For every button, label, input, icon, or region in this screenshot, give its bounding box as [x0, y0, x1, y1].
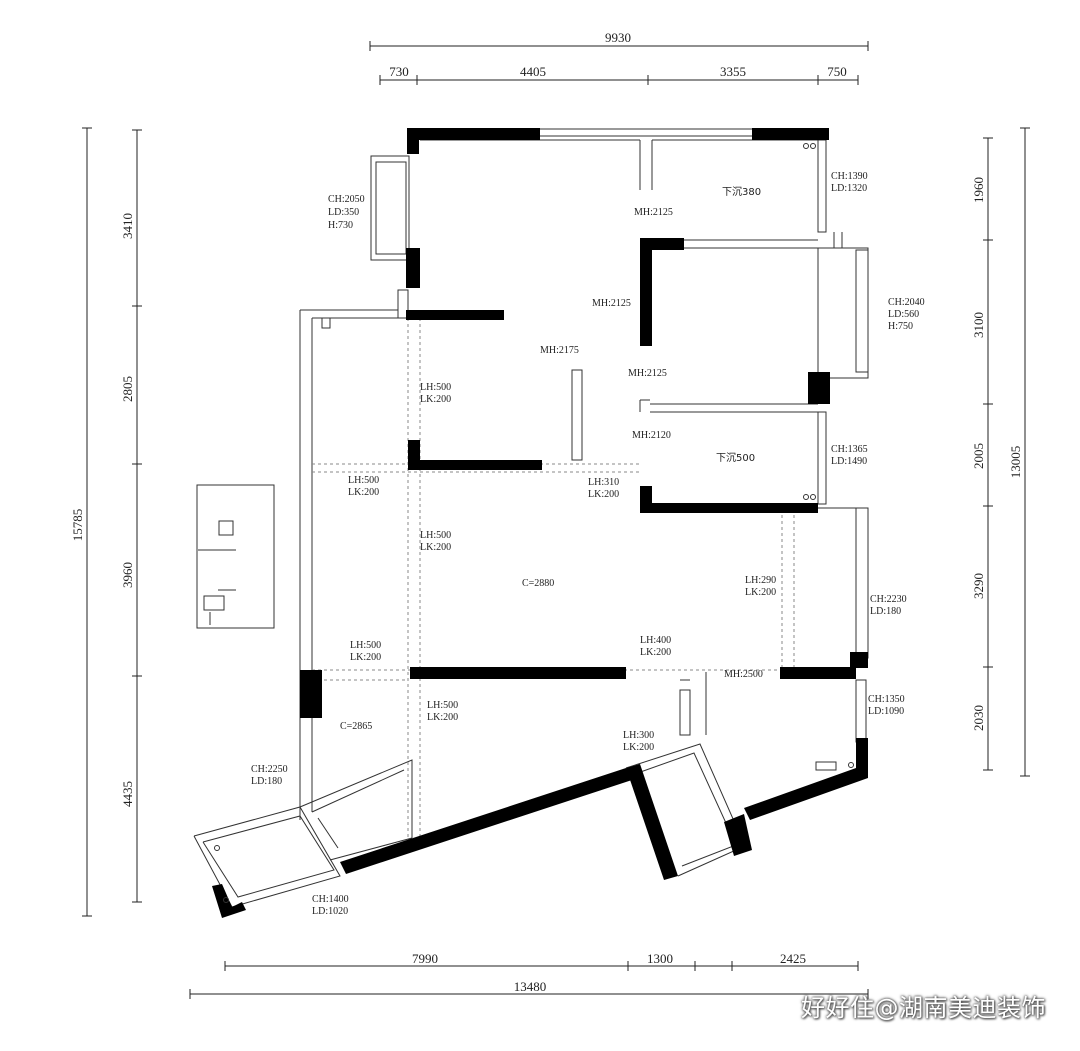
- dim-right-seg-5: 2030: [971, 705, 986, 731]
- dim-bottom-seg-3: 2425: [780, 951, 806, 966]
- dim-left-seg-3: 3960: [120, 562, 135, 588]
- beam-label-c: LH:310 LK:200: [588, 477, 619, 500]
- beam-label-i: LH:300 LK:200: [623, 730, 654, 753]
- window-top-right-label: CH:1390 LD:1320: [831, 171, 868, 194]
- window-bottom-label: CH:1400 LD:1020: [312, 894, 349, 917]
- window-right-4-label: CH:1350 LD:1090: [868, 694, 905, 717]
- beam-label-h: LH:500 LK:200: [427, 700, 458, 723]
- beam-label-e: LH:290 LK:200: [745, 575, 776, 598]
- beam-label-d: LH:500 LK:200: [420, 530, 451, 553]
- window-right-2-label: CH:1365 LD:1490: [831, 444, 868, 467]
- room-note-sunken-500: 下沉500: [716, 451, 755, 464]
- svg-text:LK:200: LK:200: [588, 489, 619, 500]
- svg-text:LD:560: LD:560: [888, 309, 919, 320]
- room-note-sunken-380: 下沉380: [722, 185, 761, 198]
- svg-text:CH:1390: CH:1390: [831, 171, 868, 182]
- svg-text:LH:500: LH:500: [420, 530, 451, 541]
- door-height-1: MH:2125: [634, 207, 673, 218]
- beam-label-f: LH:500 LK:200: [350, 640, 381, 663]
- svg-text:H:750: H:750: [888, 321, 913, 332]
- window-left-lower-label: CH:2250 LD:180: [251, 764, 288, 787]
- svg-text:LD:180: LD:180: [870, 606, 901, 617]
- solid-walls: [212, 128, 868, 918]
- svg-text:H:730: H:730: [328, 220, 353, 231]
- dim-bottom-seg-2: 1300: [647, 951, 673, 966]
- dim-left-seg-1: 3410: [120, 213, 135, 239]
- living-ceiling-height: C=2880: [522, 578, 554, 589]
- dim-left-total: 15785: [70, 509, 85, 542]
- svg-text:LH:500: LH:500: [350, 640, 381, 651]
- svg-text:LH:290: LH:290: [745, 575, 776, 586]
- svg-text:LD:1020: LD:1020: [312, 906, 348, 917]
- door-height-4: MH:2125: [628, 368, 667, 379]
- svg-text:LH:400: LH:400: [640, 635, 671, 646]
- beam-label-g: LH:400 LK:200: [640, 635, 671, 658]
- svg-text:CH:2040: CH:2040: [888, 297, 925, 308]
- door-height-6: MH:2500: [724, 669, 763, 680]
- svg-text:LK:200: LK:200: [640, 647, 671, 658]
- svg-text:LK:200: LK:200: [745, 587, 776, 598]
- dim-bottom-total: 13480: [514, 979, 547, 994]
- door-height-2: MH:2125: [592, 298, 631, 309]
- dining-ceiling-height: C=2865: [340, 721, 372, 732]
- svg-text:LK:200: LK:200: [623, 742, 654, 753]
- dim-bottom-seg-1: 7990: [412, 951, 438, 966]
- dim-right-seg-4: 3290: [971, 573, 986, 599]
- svg-text:LK:200: LK:200: [427, 712, 458, 723]
- svg-text:CH:2050: CH:2050: [328, 194, 365, 205]
- svg-text:CH:2250: CH:2250: [251, 764, 288, 775]
- svg-text:LK:200: LK:200: [420, 394, 451, 405]
- dim-left-seg-2: 2805: [120, 376, 135, 402]
- window-right-1-label: CH:2040 LD:560 H:750: [888, 297, 925, 332]
- beam-dashed-lines: [312, 318, 856, 838]
- svg-text:LK:200: LK:200: [420, 542, 451, 553]
- window-right-3-label: CH:2230 LD:180: [870, 594, 907, 617]
- svg-text:LH:310: LH:310: [588, 477, 619, 488]
- window-top-left-label: CH:2050 LD:350 H:730: [328, 194, 365, 231]
- svg-text:LD:1490: LD:1490: [831, 456, 867, 467]
- svg-text:LD:180: LD:180: [251, 776, 282, 787]
- svg-text:LH:500: LH:500: [427, 700, 458, 711]
- dim-right-seg-1: 1960: [971, 177, 986, 203]
- svg-text:LD:1320: LD:1320: [831, 183, 867, 194]
- svg-text:LD:350: LD:350: [328, 207, 359, 218]
- dim-left-seg-4: 4435: [120, 781, 135, 807]
- door-height-5: MH:2120: [632, 430, 671, 441]
- svg-text:LH:300: LH:300: [623, 730, 654, 741]
- svg-text:CH:1365: CH:1365: [831, 444, 868, 455]
- thin-outlines: [193, 128, 869, 908]
- dim-top-seg-4: 750: [827, 64, 847, 79]
- svg-text:LH:500: LH:500: [420, 382, 451, 393]
- svg-text:CH:1400: CH:1400: [312, 894, 349, 905]
- dim-right-seg-3: 2005: [971, 443, 986, 469]
- dim-top-total: 9930: [605, 30, 631, 45]
- door-height-3: MH:2175: [540, 345, 579, 356]
- svg-text:LK:200: LK:200: [350, 652, 381, 663]
- dim-top-seg-1: 730: [389, 64, 409, 79]
- dimension-lines: [82, 41, 1030, 999]
- dim-right-seg-2: 3100: [971, 312, 986, 338]
- dim-top-seg-2: 4405: [520, 64, 546, 79]
- svg-text:CH:2230: CH:2230: [870, 594, 907, 605]
- watermark: 好好住@湖南美迪装饰: [801, 994, 1046, 1022]
- svg-text:LD:1090: LD:1090: [868, 706, 904, 717]
- beam-label-a: LH:500 LK:200: [420, 382, 451, 405]
- svg-text:LK:200: LK:200: [348, 487, 379, 498]
- dim-right-total: 13005: [1008, 446, 1023, 479]
- beam-label-b: LH:500 LK:200: [348, 475, 379, 498]
- dim-top-seg-3: 3355: [720, 64, 746, 79]
- svg-text:CH:1350: CH:1350: [868, 694, 905, 705]
- fixture-markers: [214, 143, 854, 903]
- svg-text:LH:500: LH:500: [348, 475, 379, 486]
